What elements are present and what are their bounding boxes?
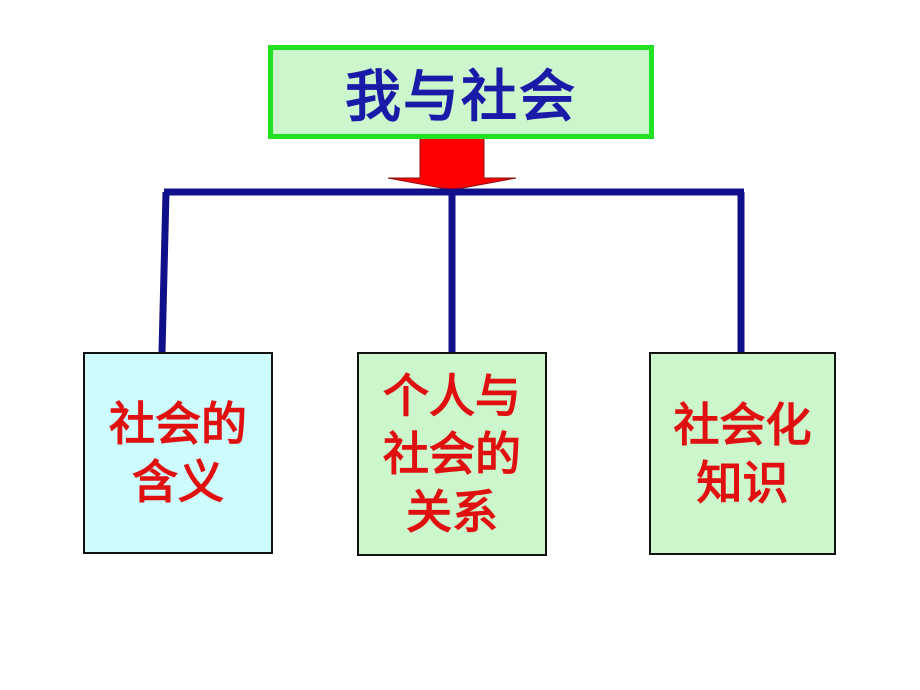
root-label: 我与社会 [345, 64, 577, 130]
child-box-socialization: 社会化 知识 [649, 352, 836, 555]
root-box: 我与社会 [268, 45, 654, 139]
child-label-socialization: 社会化 知识 [673, 397, 812, 510]
child-label-relationship: 个人与 社会的 关系 [383, 369, 521, 539]
down-arrow-icon [387, 137, 517, 191]
child-box-relationship: 个人与 社会的 关系 [357, 352, 547, 556]
connector-left [158, 191, 170, 353]
child-label-meaning: 社会的 含义 [109, 397, 247, 509]
child-box-meaning: 社会的 含义 [83, 352, 273, 554]
